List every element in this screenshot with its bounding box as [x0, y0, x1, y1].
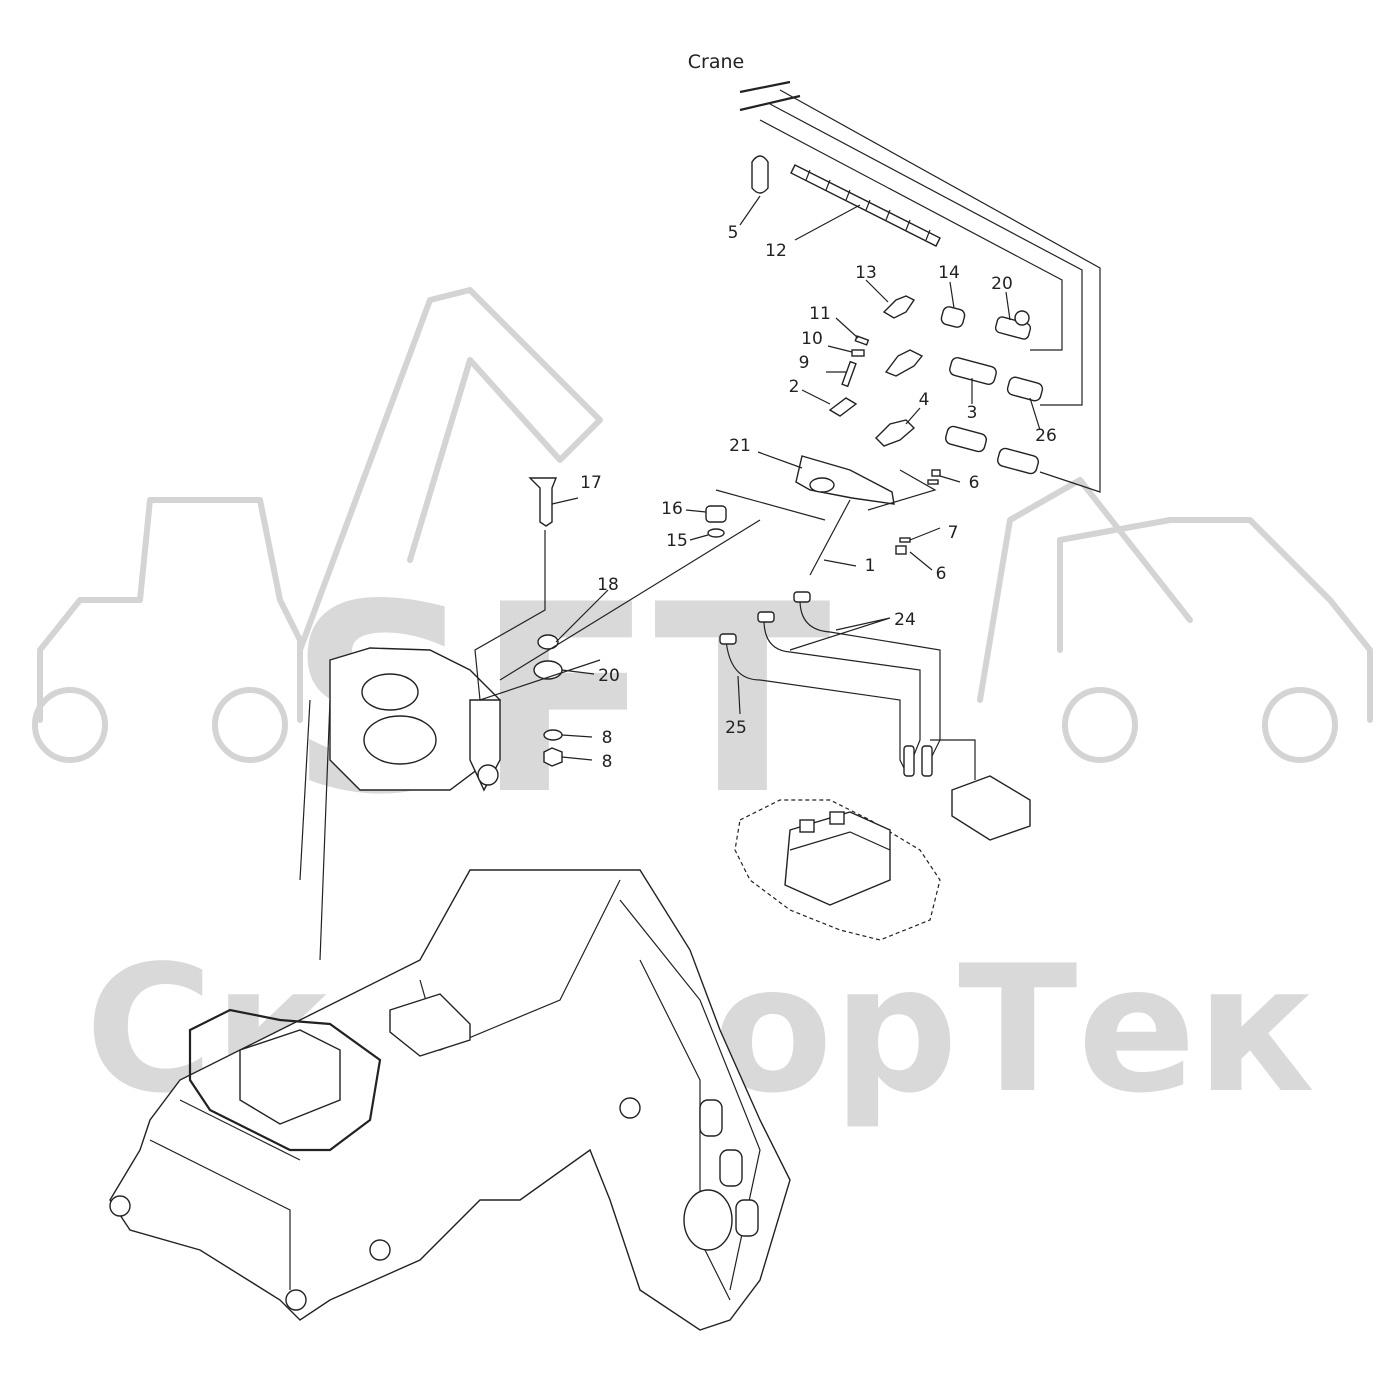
callout-9: 8	[602, 728, 613, 748]
part-3-adapters	[945, 357, 997, 453]
part-9-washer	[543, 729, 563, 741]
slewing-bracket	[329, 647, 501, 792]
hoses-24-25	[719, 591, 941, 777]
part-17-bushing	[705, 505, 727, 523]
part-8-nut	[543, 747, 563, 767]
callout-10: 9	[799, 353, 810, 373]
part-4-elbow	[875, 419, 916, 447]
callout-25: 25	[725, 718, 747, 738]
callout-labels: 5 12 13 14 20 11 10 9 2 4 3 26 21 6 17 1…	[580, 223, 1057, 772]
valve-assembly-right	[734, 799, 941, 941]
callout-26: 26	[1035, 426, 1057, 446]
part-18-bolt	[528, 477, 558, 527]
part-11-washer	[851, 349, 865, 357]
callout-23: 20	[991, 274, 1013, 294]
callout-16: 15	[666, 531, 688, 551]
part-13-hose-clip-strip	[790, 164, 941, 247]
callout-21: 21	[729, 436, 751, 456]
part-26-couplings	[997, 376, 1044, 475]
watermark-machines	[32, 287, 1373, 763]
callout-15: 14	[938, 263, 960, 283]
callout-11: 10	[801, 329, 823, 349]
part-elbow-upper	[884, 349, 924, 377]
callout-5: 5	[728, 223, 739, 243]
crane-hose-bundle	[739, 80, 1101, 493]
callout-2: 2	[789, 377, 800, 397]
part-5-carabiner	[751, 155, 769, 194]
part-12-pin	[854, 335, 870, 346]
part-21-swivel-housing	[795, 455, 895, 505]
callout-20: 20	[598, 666, 620, 686]
callout-12: 11	[809, 304, 831, 324]
callout-6-lower: 6	[936, 564, 947, 584]
main-frame	[109, 699, 791, 1331]
callout-8: 8	[602, 752, 613, 772]
part-23-coupling	[994, 310, 1032, 340]
leader-lines	[474, 195, 1041, 780]
junction-block	[951, 775, 1031, 841]
part-14-elbow	[882, 295, 916, 319]
callout-18: 17	[580, 473, 602, 493]
callout-4: 4	[919, 390, 930, 410]
callout-13: 12	[765, 241, 787, 261]
callout-19: 18	[597, 575, 619, 595]
callout-1: 1	[865, 556, 876, 576]
callout-14: 13	[855, 263, 877, 283]
crane-label: Crane	[688, 51, 744, 73]
callout-7: 7	[948, 523, 959, 543]
part-19-bushing	[537, 634, 559, 650]
part-15-adapter	[940, 306, 966, 328]
callout-6-upper: 6	[969, 473, 980, 493]
part-16-o-ring	[707, 528, 725, 538]
callout-17: 16	[661, 499, 683, 519]
part-20-washer	[533, 660, 563, 680]
callout-24: 24	[894, 610, 916, 630]
part-10-bolt	[841, 360, 857, 388]
part-6-7-plugs	[895, 469, 941, 555]
callout-3: 3	[967, 403, 978, 423]
part-2-bracket	[828, 397, 858, 417]
